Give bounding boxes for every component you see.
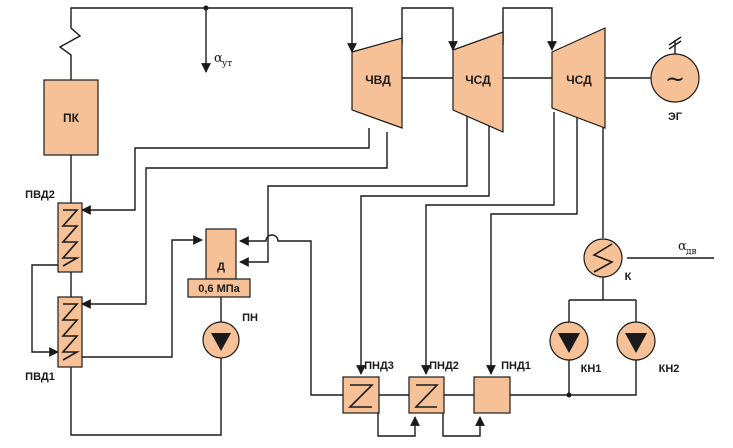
heater-pvd1[interactable] [57, 296, 83, 368]
turbine-chsd2-label: ЧСД [566, 73, 592, 87]
turbine-chsd2[interactable]: ЧСД [551, 27, 606, 129]
alpha-dv-label: α дв [678, 239, 697, 257]
turbine-chvd-label: ЧВД [365, 73, 391, 87]
deaerator[interactable]: Д 0,6 МПа [187, 228, 251, 298]
zigzag-coil-icon [61, 303, 81, 361]
turbine-chsd1[interactable]: ЧСД [452, 31, 504, 133]
generator-eg-label: ЭГ [668, 111, 683, 123]
sine-wave-icon: ~ [665, 65, 685, 93]
alpha-dv-subscript: дв [686, 247, 697, 257]
extraction-chvd-pvd1 [81, 132, 388, 309]
heater-pvd2[interactable] [57, 202, 83, 273]
heater-pvd2-label: ПВД2 [25, 189, 55, 201]
drain-pnd2-pnd1 [442, 413, 485, 437]
boiler-pk-label: ПК [63, 111, 80, 125]
generator-eg[interactable]: ~ [650, 36, 700, 103]
pump-triangle-icon [558, 333, 580, 353]
extraction-to-pnd3 [356, 115, 490, 375]
turbine-chvd[interactable]: ЧВД [351, 37, 403, 129]
pump-triangle-icon [211, 333, 231, 351]
feed-pump-pn[interactable] [202, 321, 240, 359]
deaerator-label: Д [217, 261, 225, 273]
condenser-to-pumps [568, 277, 637, 322]
turbine-chsd1-label: ЧСД [465, 73, 491, 87]
condenser-k[interactable] [583, 238, 623, 278]
junction-dot [203, 5, 209, 11]
boiler-pk[interactable]: ПК [43, 79, 99, 156]
extraction-chvd-pvd2 [81, 128, 370, 215]
heater-pnd1-label: ПНД1 [501, 360, 531, 372]
alpha-ut-label: α ут [214, 51, 232, 69]
extraction-to-pnd1 [486, 110, 578, 375]
pumps-to-pnd1 [510, 360, 637, 396]
condenser-k-label: К [625, 271, 632, 283]
pvd1-to-pn-line [70, 357, 222, 436]
crossover-chvd-chsd1 [401, 7, 458, 51]
heater-pnd3[interactable] [342, 376, 380, 414]
drain-pnd3-pnd2 [377, 413, 420, 437]
drain-pvd1-deaerator [82, 235, 203, 358]
alpha-ut-symbol: α [214, 51, 223, 66]
condensate-pump-kn1-label: КН1 [581, 363, 602, 375]
crossover-chsd1-chsd2 [502, 7, 557, 51]
condensate-pump-kn2-label: КН2 [659, 363, 680, 375]
heater-pnd2[interactable] [408, 376, 445, 414]
zigzag-coil-icon [592, 243, 614, 273]
ground-hatch-icon [668, 36, 682, 54]
zigzag-coil-icon [61, 209, 81, 267]
condensate-pump-kn2[interactable] [616, 321, 656, 361]
alpha-dv-symbol: α [678, 239, 687, 254]
main-steam-line [58, 7, 357, 80]
heater-pnd1[interactable] [473, 376, 511, 414]
junction-dot [566, 392, 572, 398]
heater-pvd1-label: ПВД1 [25, 371, 55, 383]
pump-triangle-icon [625, 333, 647, 353]
condensate-to-deaerator [239, 234, 343, 396]
feed-pump-pn-label: ПН [242, 312, 258, 324]
extraction-to-pnd2 [421, 112, 555, 375]
condensate-pump-kn1[interactable] [549, 321, 589, 361]
deaerator-pressure-label: 0,6 МПа [198, 283, 240, 295]
zigzag-coil-icon [414, 384, 439, 408]
pipes [31, 5, 714, 437]
zigzag-coil-icon [348, 384, 374, 408]
alpha-ut-subscript: ут [222, 59, 232, 69]
drain-pvd2-pvd1 [31, 264, 59, 357]
extraction-chsd1-deaerator [239, 112, 468, 267]
heater-pnd3-label: ПНД3 [364, 360, 394, 372]
heater-pnd2-label: ПНД2 [429, 360, 459, 372]
